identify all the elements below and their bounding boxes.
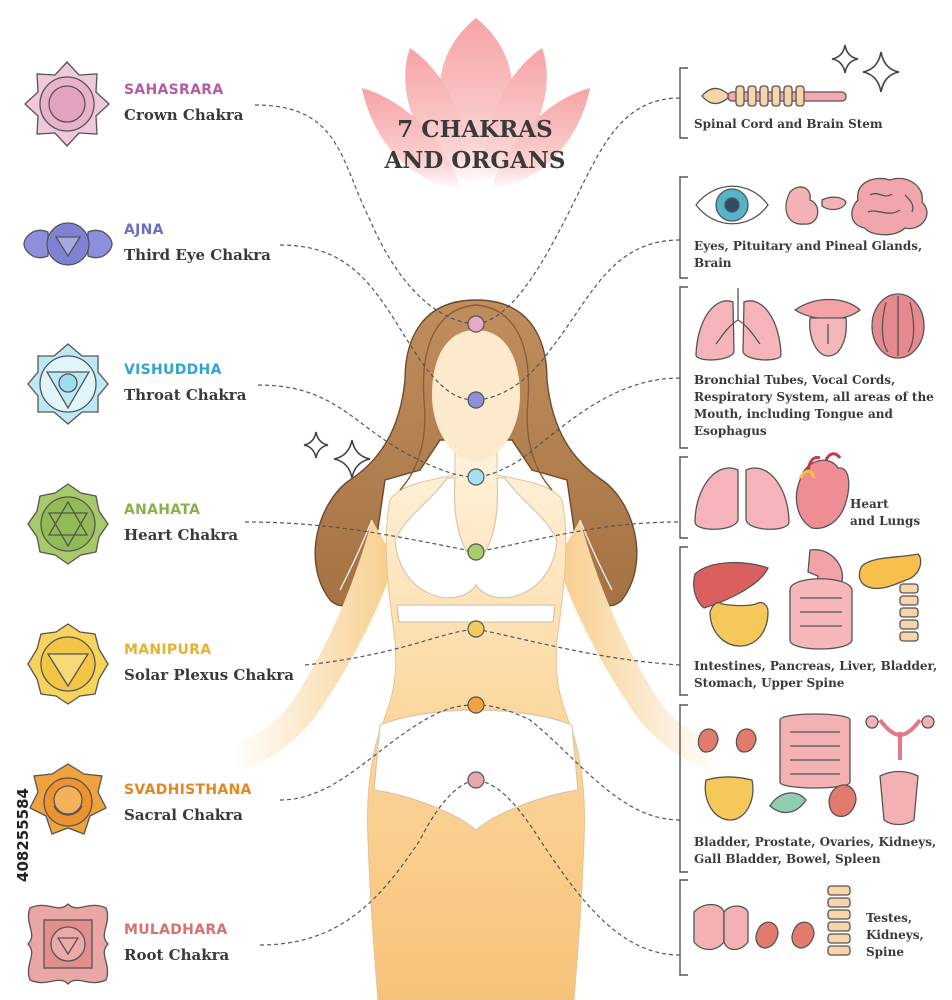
chakra-name-vishuddha: VISHUDDHA <box>124 362 222 378</box>
bowel-icon <box>779 713 851 789</box>
mouth-tongue-icon <box>793 298 861 357</box>
throat-point <box>467 468 485 486</box>
chakra-name-manipura: MANIPURA <box>124 642 212 658</box>
ovaries-icon <box>865 715 935 760</box>
organ-label-solar-plexus: Intestines, Pancreas, Liver, Bladder, St… <box>694 659 938 690</box>
third-eye-point <box>467 391 485 409</box>
organ-label-third-eye: Eyes, Pituitary and Pineal Glands, Brain <box>694 239 923 270</box>
bronchial-lungs-icon <box>695 288 782 361</box>
manipura-icon <box>27 623 109 705</box>
chakra-name-muladhara: MULADHARA <box>124 922 228 938</box>
anahata-icon <box>27 483 109 565</box>
muladhara-icon <box>27 903 109 985</box>
kidneys-icon <box>697 728 757 753</box>
kidneys-icon <box>755 921 815 949</box>
organ-label-sacral: Bladder, Prostate, Ovaries, Kidneys, Gal… <box>694 835 937 866</box>
esophagus-icon <box>871 293 925 359</box>
heart-point <box>467 543 485 561</box>
eye-icon <box>695 185 769 225</box>
organ-label-root: Testes, Kidneys, Spine <box>866 911 924 959</box>
prostate-icon <box>879 770 919 826</box>
image-id-label: 408255584 <box>14 788 32 882</box>
organ-label-throat: Bronchial Tubes, Vocal Cords, Respirator… <box>694 373 934 438</box>
organ-brackets <box>679 67 688 976</box>
chakra-subtitle-root: Root Chakra <box>124 946 230 964</box>
chakra-name-svadhisthana: SVADHISTHANA <box>124 782 252 798</box>
chakra-subtitle-sacral: Sacral Chakra <box>124 806 243 824</box>
heart-icon <box>795 452 850 530</box>
chakra-name-anahata: ANAHATA <box>124 502 201 518</box>
organ-label-heart: Heart and Lungs <box>850 497 921 528</box>
bladder-icon <box>709 601 769 647</box>
figure <box>232 299 720 1000</box>
pituitary-gland-icon <box>785 186 819 225</box>
gall-bladder-icon <box>769 792 807 814</box>
chakra-subtitle-heart: Heart Chakra <box>124 526 239 544</box>
brain-icon <box>851 177 928 236</box>
sacral-point <box>467 696 485 714</box>
title-line-1: 7 CHAKRAS <box>397 116 553 143</box>
root-point <box>467 771 485 789</box>
sahasrara-icon <box>24 61 110 147</box>
body-chakra-points <box>467 315 485 789</box>
lungs-icon <box>694 467 790 530</box>
chakra-name-sahasrara: SAHASRARA <box>124 82 224 98</box>
page-title: 7 CHAKRAS AND ORGANS <box>370 114 580 176</box>
chakra-subtitle-third-eye: Third Eye Chakra <box>124 246 271 264</box>
crown-point <box>467 315 485 333</box>
solar-plexus-point <box>467 620 485 638</box>
testes-icon <box>693 903 749 951</box>
title-line-2: AND ORGANS <box>384 147 566 174</box>
lotus-icon <box>362 18 590 190</box>
stomach-intestines-icon <box>789 548 853 650</box>
spinal-cord-icon <box>701 85 847 107</box>
vishuddha-icon <box>27 343 109 425</box>
pineal-gland-icon <box>821 196 847 211</box>
chakra-subtitle-solar-plexus: Solar Plexus Chakra <box>124 666 294 684</box>
organ-label-crown: Spinal Cord and Brain Stem <box>694 117 883 131</box>
liver-icon <box>693 561 769 609</box>
connector-lines <box>244 97 681 956</box>
pancreas-icon <box>858 553 922 590</box>
upper-spine-icon <box>899 583 919 642</box>
bladder-icon <box>704 776 754 821</box>
chakra-subtitle-throat: Throat Chakra <box>124 386 247 404</box>
spleen-icon <box>828 784 857 818</box>
ajna-icon <box>23 222 113 266</box>
spine-icon <box>827 885 851 956</box>
svadhisthana-icon <box>29 763 107 835</box>
chakra-name-ajna: AJNA <box>124 222 164 238</box>
chakra-subtitle-crown: Crown Chakra <box>124 106 244 124</box>
